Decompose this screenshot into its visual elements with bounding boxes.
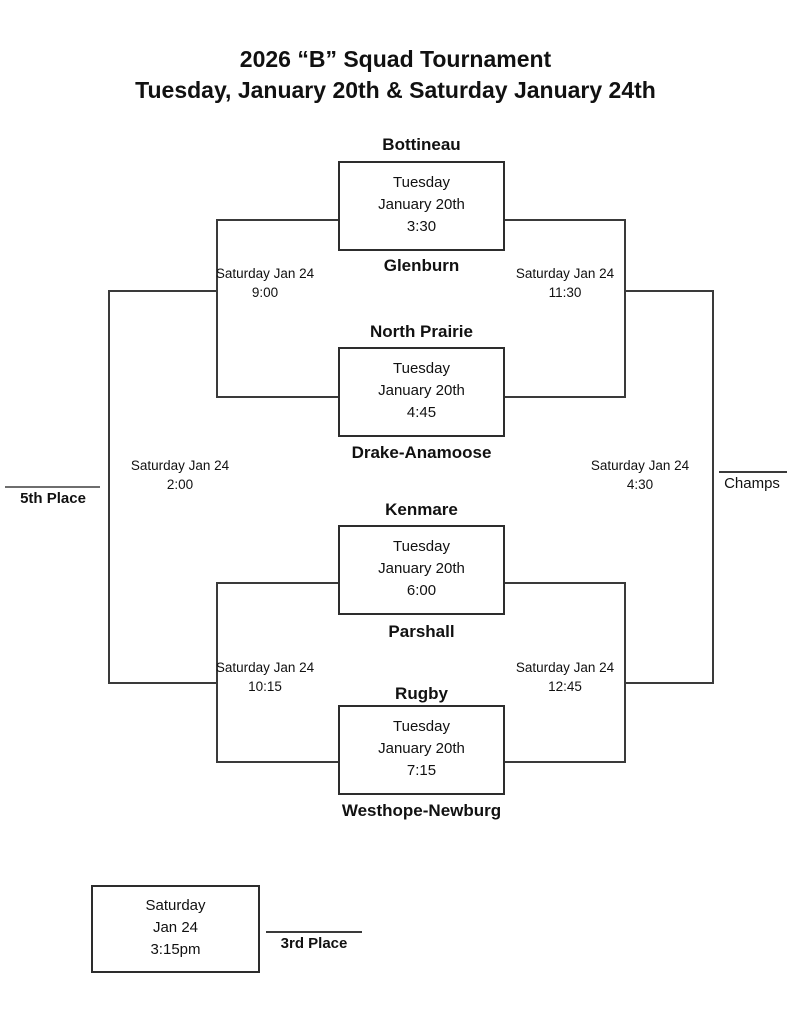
fifth-place-underline (5, 486, 100, 488)
game-4-time: 7:15 (406, 762, 437, 779)
game-4-right-connector-line (505, 761, 625, 763)
championship-final-label: Saturday Jan 24 4:30 (572, 456, 708, 494)
third-place-underline (266, 931, 362, 933)
consolation-semi2-advance-line (108, 682, 218, 684)
team-label-bottineau: Bottineau (382, 135, 461, 154)
game-1-right-connector-line (505, 219, 625, 221)
team-label-parshall: Parshall (388, 622, 455, 641)
championship-semi2-date: Saturday Jan 24 (515, 660, 615, 675)
team-label-drake-anamoose: Drake-Anamoose (351, 443, 492, 462)
game-4-left-connector-line (216, 761, 338, 763)
game-3-day: Tuesday (393, 538, 450, 555)
championship-semi2-label: Saturday Jan 24 12:45 (497, 658, 633, 696)
game-3-time: 6:00 (406, 582, 437, 599)
third-place-game-box: Saturday Jan 24 3:15pm (91, 885, 260, 973)
third-place-day: Saturday (145, 897, 206, 914)
consolation-final-label: Saturday Jan 24 2:00 (112, 456, 248, 494)
game-box-1: Tuesday January 20th 3:30 (338, 161, 505, 251)
champs-label: Champs (724, 475, 780, 492)
championship-final-time: 4:30 (626, 477, 654, 492)
game-2-right-connector-line (505, 396, 625, 398)
championship-final-bracket-line (712, 290, 714, 684)
consolation-semi1-bracket-line (216, 219, 218, 398)
game-3-right-connector-line (505, 582, 625, 584)
game-2-date: January 20th (378, 382, 465, 399)
game-2-left-connector-line (216, 396, 338, 398)
consolation-semi1-time: 9:00 (251, 285, 279, 300)
game-1-date: January 20th (378, 196, 465, 213)
fifth-place-label: 5th Place (20, 490, 86, 507)
team-label-north-prairie: North Prairie (370, 322, 473, 341)
game-1-time: 3:30 (406, 218, 437, 235)
game-3-left-connector-line (216, 582, 338, 584)
third-place-date: Jan 24 (152, 919, 199, 936)
championship-semi1-label: Saturday Jan 24 11:30 (497, 264, 633, 302)
championship-semi1-advance-line (624, 290, 714, 292)
title-line-2: Tuesday, January 20th & Saturday January… (135, 77, 656, 103)
consolation-final-time: 2:00 (166, 477, 194, 492)
consolation-semi1-label: Saturday Jan 24 9:00 (197, 264, 333, 302)
game-box-4: Tuesday January 20th 7:15 (338, 705, 505, 795)
game-2-time: 4:45 (406, 404, 437, 421)
game-2-day: Tuesday (393, 360, 450, 377)
game-box-2: Tuesday January 20th 4:45 (338, 347, 505, 437)
consolation-final-bracket-line (108, 290, 110, 684)
championship-final-date: Saturday Jan 24 (590, 458, 690, 473)
game-1-left-connector-line (216, 219, 338, 221)
consolation-semi1-advance-line (108, 290, 218, 292)
consolation-semi2-time: 10:15 (248, 679, 282, 694)
team-label-rugby: Rugby (395, 684, 448, 703)
third-place-label: 3rd Place (280, 935, 348, 952)
team-label-glenburn: Glenburn (383, 256, 460, 275)
third-place-time: 3:15pm (150, 941, 201, 958)
championship-semi1-date: Saturday Jan 24 (515, 266, 615, 281)
game-4-day: Tuesday (393, 718, 450, 735)
consolation-final-date: Saturday Jan 24 (130, 458, 230, 473)
game-box-3: Tuesday January 20th 6:00 (338, 525, 505, 615)
game-4-date: January 20th (378, 740, 465, 757)
championship-semi2-bracket-line (624, 582, 626, 763)
consolation-semi1-date: Saturday Jan 24 (215, 266, 315, 281)
title-line-1: 2026 “B” Squad Tournament (239, 46, 552, 72)
championship-semi1-time: 11:30 (548, 285, 582, 300)
championship-semi2-advance-line (624, 682, 714, 684)
game-1-day: Tuesday (393, 174, 450, 191)
champs-underline (719, 471, 787, 473)
game-3-date: January 20th (378, 560, 465, 577)
championship-semi1-bracket-line (624, 219, 626, 398)
consolation-semi2-date: Saturday Jan 24 (215, 660, 315, 675)
consolation-semi2-bracket-line (216, 582, 218, 763)
consolation-semi2-label: Saturday Jan 24 10:15 (197, 658, 333, 696)
team-label-kenmare: Kenmare (385, 500, 458, 519)
page-title: 2026 “B” Squad Tournament Tuesday, Janua… (0, 44, 791, 106)
championship-semi2-time: 12:45 (548, 679, 582, 694)
team-label-westhope-newburg: Westhope-Newburg (341, 801, 502, 820)
